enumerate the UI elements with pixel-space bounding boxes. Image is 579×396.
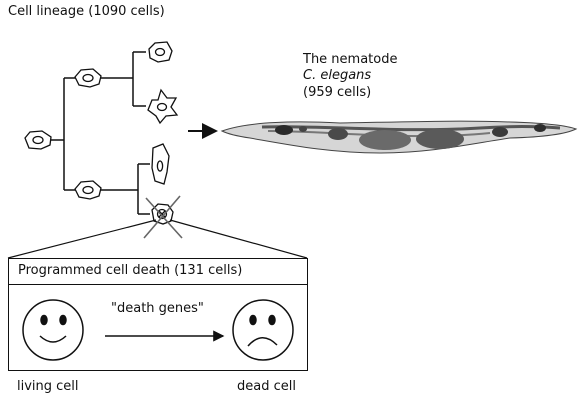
cell-icon bbox=[148, 90, 177, 123]
panel-title: Programmed cell death (131 cells) bbox=[18, 263, 242, 279]
cell-icon bbox=[75, 181, 101, 199]
panel-header: Programmed cell death (131 cells) bbox=[9, 259, 307, 285]
death-genes-label: "death genes" bbox=[111, 301, 204, 317]
zoom-lines bbox=[8, 220, 307, 258]
cell-icon bbox=[152, 144, 169, 184]
cell-icon bbox=[75, 69, 101, 87]
living-cell-label: living cell bbox=[17, 379, 79, 395]
happy-face-icon bbox=[23, 300, 83, 360]
death-cross bbox=[144, 196, 182, 238]
panel-illustration bbox=[9, 285, 307, 370]
cell-icon bbox=[149, 42, 172, 62]
programmed-cell-death-panel: Programmed cell death (131 cells) "death… bbox=[8, 258, 308, 371]
worm-image bbox=[222, 121, 576, 153]
dead-cell-label: dead cell bbox=[237, 379, 296, 395]
cell-icon bbox=[25, 131, 51, 149]
sad-face-icon bbox=[233, 300, 293, 360]
